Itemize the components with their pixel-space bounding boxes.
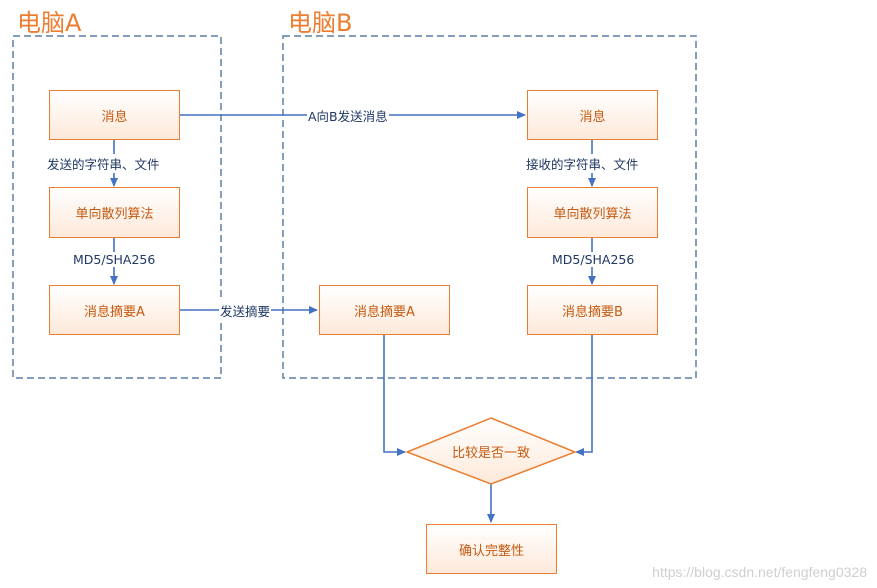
b-message-node: 消息 [527, 90, 658, 140]
edge-digest-a-to-compare [383, 334, 406, 456]
computer-a-title: 电脑A [17, 9, 82, 37]
a-message-node: 消息 [49, 90, 180, 140]
a-hash-node: 单向散列算法 [49, 187, 180, 238]
computer-b-title: 电脑B [288, 9, 353, 37]
computer-a-group [12, 35, 222, 379]
b-digest-b-node: 消息摘要B [527, 285, 658, 335]
b-digest-a-node: 消息摘要A [319, 285, 450, 335]
edge-digest-b-to-compare [575, 334, 593, 456]
label-a-to-b-message: A向B发送消息 [307, 106, 389, 125]
label-send-digest: 发送摘要 [219, 301, 272, 320]
computer-b-group [282, 35, 697, 379]
label-a-algo: MD5/SHA256 [72, 252, 157, 267]
compare-label: 比较是否一致 [451, 446, 530, 461]
label-a-send-content: 发送的字符串、文件 [46, 154, 161, 173]
label-b-algo: MD5/SHA256 [551, 252, 636, 267]
a-digest-node: 消息摘要A [49, 285, 180, 335]
label-b-receive-content: 接收的字符串、文件 [525, 154, 640, 173]
confirm-integrity-node: 确认完整性 [426, 524, 557, 574]
b-hash-node: 单向散列算法 [527, 187, 658, 238]
compare-diamond [404, 417, 578, 485]
watermark: https://blog.csdn.net/fengfeng0328 [652, 564, 867, 580]
